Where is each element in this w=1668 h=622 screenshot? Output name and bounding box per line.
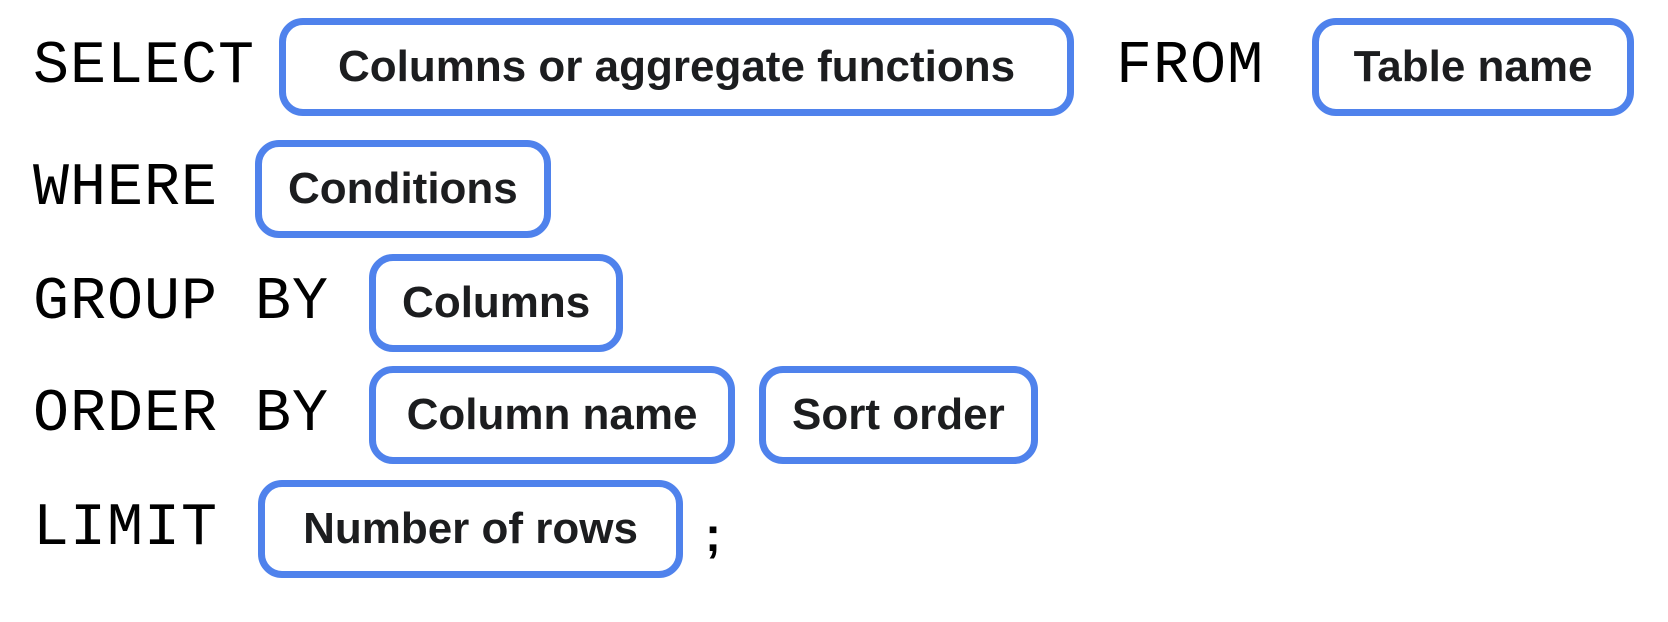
placeholder-box-sort-order: Sort order bbox=[759, 366, 1038, 464]
placeholder-label: Column name bbox=[406, 390, 698, 439]
placeholder-box-columns-or-aggregate-functions: Columns or aggregate functions bbox=[279, 18, 1075, 116]
sql-row-select: SELECT Columns or aggregate functions FR… bbox=[33, 18, 1668, 116]
placeholder-box-conditions: Conditions bbox=[255, 140, 551, 238]
keyword-order-by: ORDER BY bbox=[33, 381, 330, 449]
sql-row-where: WHERE Conditions bbox=[33, 140, 1668, 238]
placeholder-box-table-name: Table name bbox=[1312, 18, 1635, 116]
keyword-where: WHERE bbox=[33, 155, 219, 223]
keyword-limit: LIMIT bbox=[33, 495, 219, 563]
keyword-from: FROM bbox=[1116, 33, 1265, 101]
placeholder-box-columns: Columns bbox=[369, 254, 624, 352]
statement-terminator: ; bbox=[705, 509, 722, 562]
sql-row-limit: LIMIT Number of rows ; bbox=[33, 480, 1668, 578]
placeholder-label: Number of rows bbox=[303, 504, 638, 553]
placeholder-label: Sort order bbox=[792, 390, 1005, 439]
keyword-group-by: GROUP BY bbox=[33, 269, 330, 337]
placeholder-box-number-of-rows: Number of rows bbox=[258, 480, 684, 578]
placeholder-box-column-name: Column name bbox=[369, 366, 736, 464]
placeholder-label: Columns bbox=[402, 278, 591, 327]
placeholder-label: Table name bbox=[1353, 42, 1593, 91]
keyword-select: SELECT bbox=[33, 33, 256, 101]
sql-row-group-by: GROUP BY Columns bbox=[33, 254, 1668, 352]
placeholder-label: Conditions bbox=[288, 164, 518, 213]
sql-row-order-by: ORDER BY Column name Sort order bbox=[33, 366, 1668, 464]
placeholder-label: Columns or aggregate functions bbox=[337, 42, 1016, 91]
